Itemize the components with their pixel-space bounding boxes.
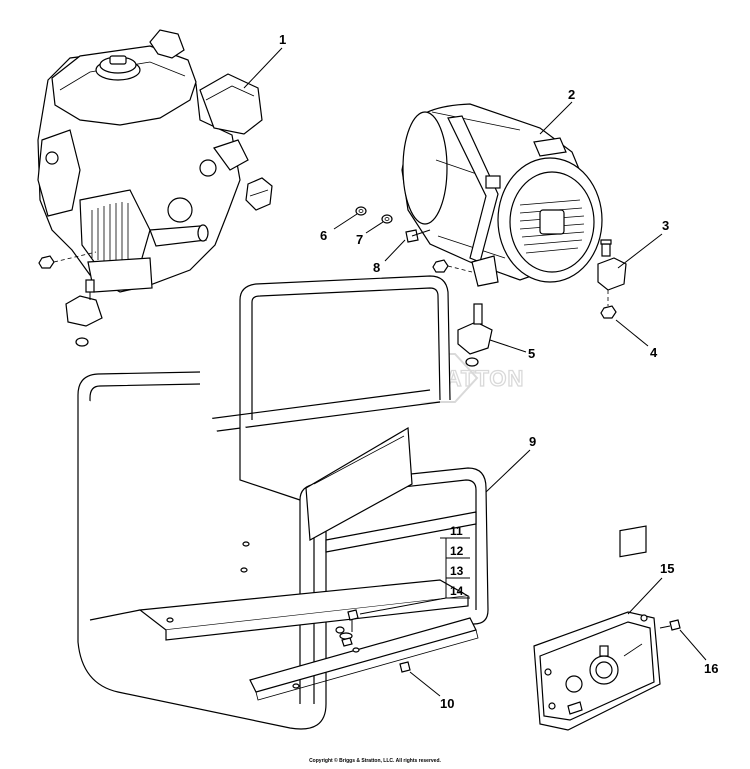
screw-16 (659, 619, 681, 631)
callout-2: 2 (568, 87, 575, 102)
callout-16: 16 (704, 661, 718, 676)
callout-6: 6 (320, 228, 327, 243)
nut-4 (600, 305, 617, 319)
callout-8: 8 (373, 260, 380, 275)
copyright-notice: Copyright © Briggs & Stratton, LLC. All … (309, 758, 441, 764)
rubber-mount-5 (457, 303, 493, 367)
rubber-mount-3 (597, 239, 627, 291)
callout-12: 12 (450, 544, 464, 558)
engine (37, 29, 273, 347)
callout-7: 7 (356, 232, 363, 247)
callout-15: 15 (660, 561, 674, 576)
callout-5: 5 (528, 346, 535, 361)
ground-hardware (335, 609, 359, 647)
callout-13: 13 (450, 564, 464, 578)
washer-6 (355, 206, 367, 216)
callout-10: 10 (440, 696, 454, 711)
alternator (401, 103, 603, 287)
bolt-8 (405, 229, 431, 243)
leader-2 (539, 101, 573, 135)
leader-9 (485, 449, 531, 493)
leader-1 (243, 47, 283, 89)
callout-3: 3 (662, 218, 669, 233)
callout-1: 1 (279, 32, 286, 47)
lockwasher-7 (381, 214, 393, 224)
callout-4: 4 (650, 345, 658, 360)
callout-9: 9 (529, 434, 536, 449)
control-panel (533, 525, 661, 731)
callout-14: 14 (450, 584, 464, 598)
callout-11: 11 (450, 524, 463, 538)
frame (77, 275, 489, 730)
screw-10 (399, 661, 411, 673)
